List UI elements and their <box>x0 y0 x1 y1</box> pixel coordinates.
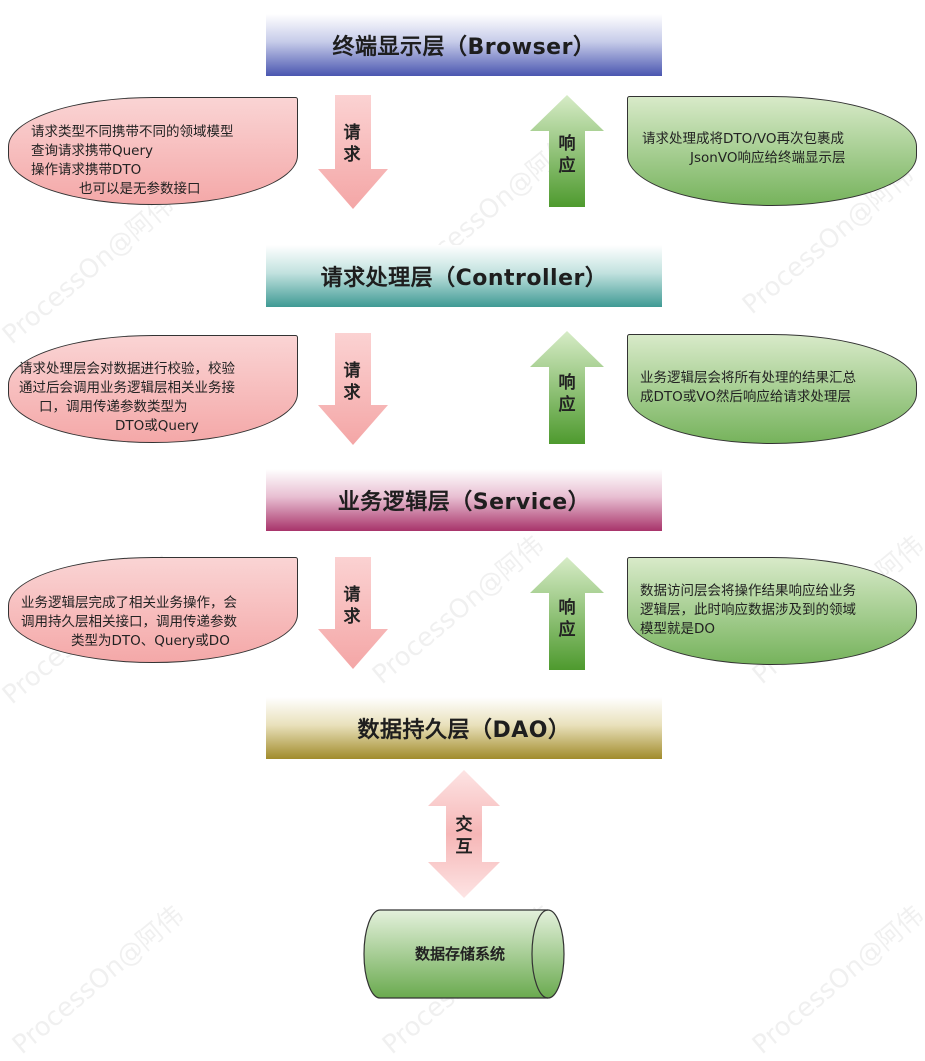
note-line: 请求处理成将DTO/VO再次包裹成 <box>642 131 844 147</box>
layer-dao[interactable]: 数据持久层（DAO） <box>266 697 662 759</box>
note-line: 成DTO或VO然后响应给请求处理层 <box>640 389 851 405</box>
response-arrow-up <box>530 331 604 444</box>
layer-service[interactable]: 业务逻辑层（Service） <box>266 469 662 531</box>
request-arrow-label: 请求 <box>343 361 361 403</box>
request-arrow-down <box>318 333 388 445</box>
note-line: 数据访问层会将操作结果响应给业务 <box>640 583 856 599</box>
note-controller-request: 请求处理层会对数据进行校验，校验 通过后会调用业务逻辑层相关业务接 口，调用传递… <box>8 335 298 443</box>
note-line: 类型为DTO、Query或DO <box>71 633 230 649</box>
note-browser-response: 请求处理成将DTO/VO再次包裹成 JsonVO响应给终端显示层 <box>627 96 917 206</box>
note-line: JsonVO响应给终端显示层 <box>690 150 846 166</box>
request-arrow-label: 请求 <box>343 123 361 165</box>
response-arrow-label: 响应 <box>558 134 576 176</box>
watermark: ProcessOn@阿伟 <box>366 530 550 691</box>
note-service-response: 数据访问层会将操作结果响应给业务 逻辑层，此时响应数据涉及到的领域 模型就是DO <box>627 557 917 665</box>
note-line: 逻辑层，此时响应数据涉及到的领域 <box>640 602 856 618</box>
response-arrow-label: 响应 <box>558 373 576 415</box>
watermark: ProcessOn@阿伟 <box>6 900 190 1061</box>
note-line: 操作请求携带DTO <box>31 162 142 178</box>
note-controller-response: 业务逻辑层会将所有处理的结果汇总 成DTO或VO然后响应给请求处理层 <box>627 334 917 444</box>
response-arrow-label: 响应 <box>558 598 576 640</box>
request-arrow-down <box>318 95 388 209</box>
watermark: ProcessOn@阿伟 <box>0 190 180 351</box>
note-service-request: 业务逻辑层完成了相关业务操作，会 调用持久层相关接口，调用传递参数 类型为DTO… <box>8 557 298 663</box>
note-line: 请求类型不同携带不同的领域模型 <box>31 124 234 140</box>
note-browser-request: 请求类型不同携带不同的领域模型 查询请求携带Query 操作请求携带DTO 也可… <box>8 97 298 205</box>
note-line: 查询请求携带Query <box>31 143 154 159</box>
interact-arrow-bidirectional <box>428 770 500 898</box>
interact-arrow-label: 交互 <box>455 815 473 857</box>
note-line: 模型就是DO <box>640 621 716 637</box>
response-arrow-up <box>530 95 604 207</box>
note-line: 业务逻辑层完成了相关业务操作，会 <box>21 595 237 611</box>
note-line: 请求处理层会对数据进行校验，校验 <box>19 361 235 377</box>
data-storage-label: 数据存储系统 <box>414 945 505 963</box>
layer-browser[interactable]: 终端显示层（Browser） <box>266 14 662 76</box>
watermark: ProcessOn@阿伟 <box>746 900 925 1061</box>
note-line: 通过后会调用业务逻辑层相关业务接 <box>19 380 235 396</box>
request-arrow-label: 请求 <box>343 585 361 627</box>
note-line: 口，调用传递参数类型为 <box>39 399 188 415</box>
data-storage-cylinder[interactable] <box>362 908 567 1000</box>
note-line: DTO或Query <box>115 418 199 434</box>
request-arrow-down <box>318 557 388 669</box>
response-arrow-up <box>530 557 604 670</box>
note-line: 也可以是无参数接口 <box>79 181 201 197</box>
note-line: 业务逻辑层会将所有处理的结果汇总 <box>640 370 856 386</box>
note-line: 调用持久层相关接口，调用传递参数 <box>21 614 237 630</box>
layer-controller[interactable]: 请求处理层（Controller） <box>266 245 662 307</box>
